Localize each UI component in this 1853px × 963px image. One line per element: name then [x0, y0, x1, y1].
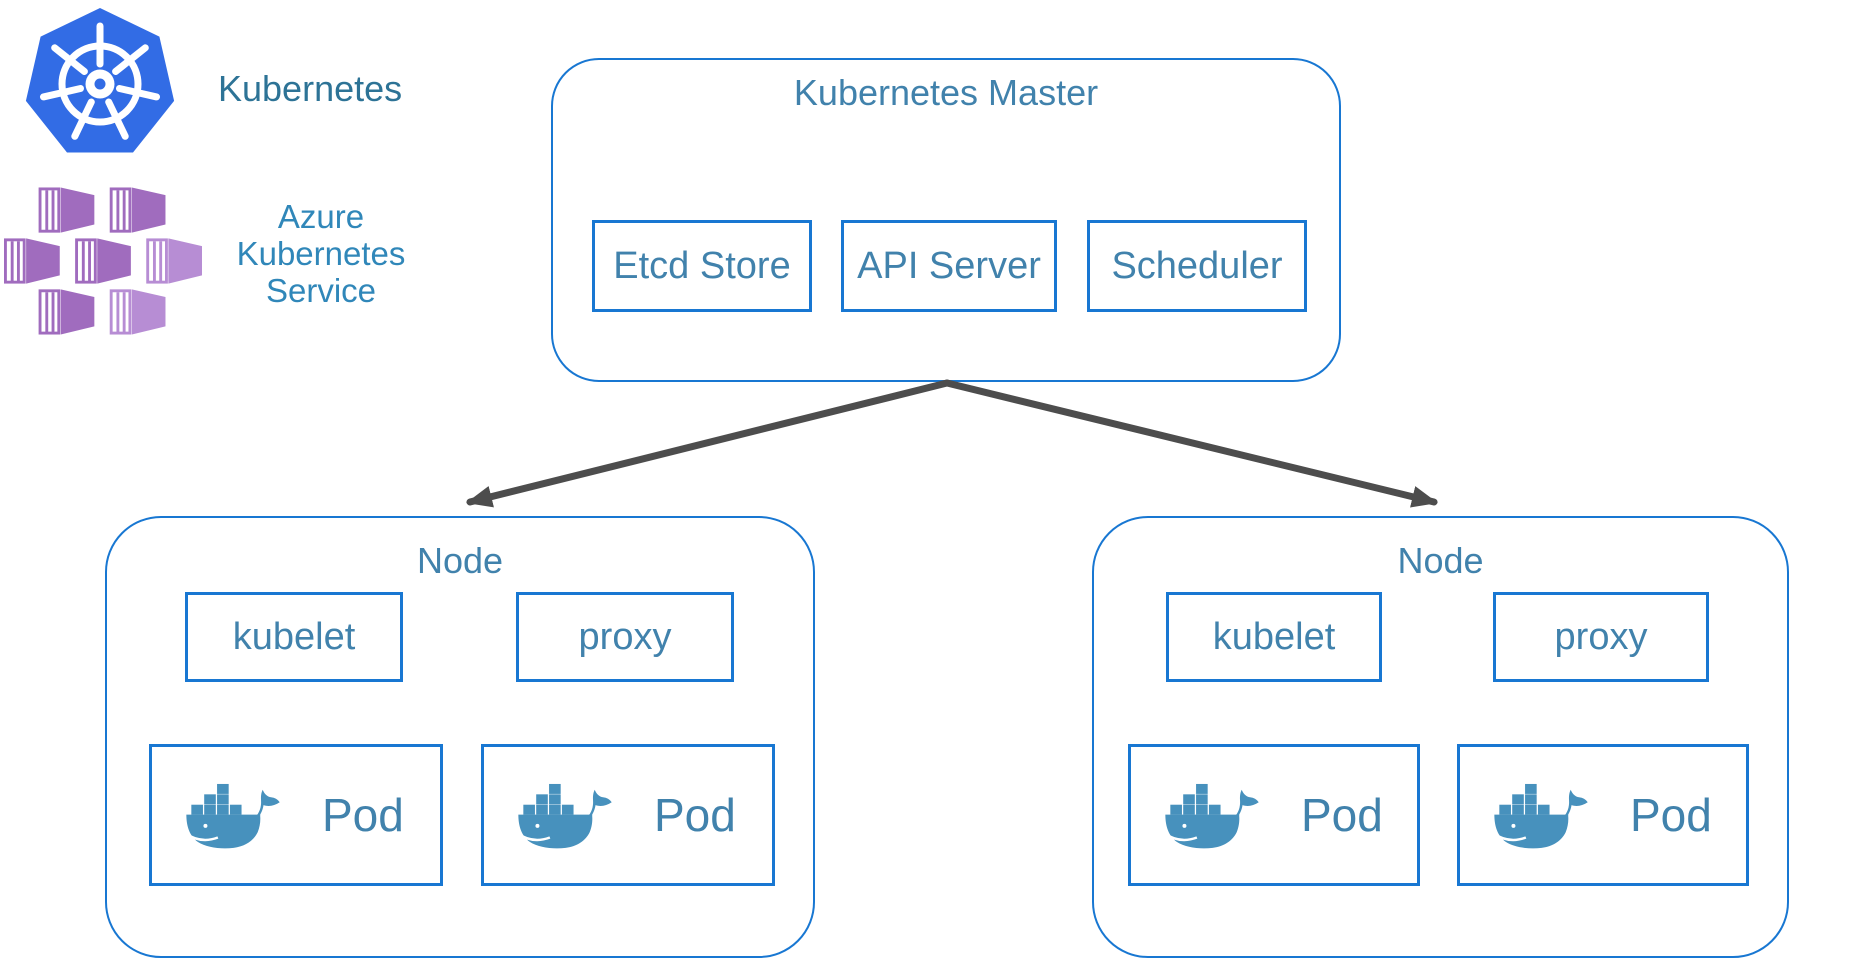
pod-box: Pod [1128, 744, 1420, 886]
component-box-api-server: API Server [841, 220, 1057, 312]
node-title: Node [1397, 540, 1484, 581]
docker-whale-icon [178, 774, 286, 857]
node-box-right: Node kubelet proxy Pod Pod [1092, 516, 1789, 958]
kubelet-box: kubelet [185, 592, 403, 682]
aks-label-line-2: Kubernetes [236, 235, 406, 272]
kubernetes-label: Kubernetes [218, 68, 403, 109]
proxy-box: proxy [1493, 592, 1709, 682]
proxy-box: proxy [516, 592, 734, 682]
pod-box: Pod [481, 744, 775, 886]
pod-label: Pod [654, 789, 736, 841]
kubelet-box: kubelet [1166, 592, 1382, 682]
pod-box: Pod [149, 744, 443, 886]
aks-label-line-3: Service [265, 272, 377, 309]
pod-label: Pod [1301, 789, 1383, 841]
pod-box: Pod [1457, 744, 1749, 886]
arrow-to-right-node [943, 379, 1438, 508]
aks-label-line-1: Azure [277, 198, 365, 235]
master-box: Kubernetes Master Etcd Store API Server … [551, 58, 1341, 382]
aks-label: Azure Kubernetes Service [226, 198, 416, 309]
pod-label: Pod [322, 789, 404, 841]
node-box-left: Node kubelet proxy Pod Pod [105, 516, 815, 958]
pod-label: Pod [1630, 789, 1712, 841]
master-title: Kubernetes Master [793, 72, 1099, 113]
component-box-scheduler: Scheduler [1087, 220, 1307, 312]
kubernetes-logo-icon [25, 8, 175, 153]
component-box-etcd-store: Etcd Store [592, 220, 812, 312]
arrow-to-left-node [466, 379, 951, 508]
docker-whale-icon [1486, 774, 1594, 857]
docker-whale-icon [510, 774, 618, 857]
node-title: Node [416, 540, 504, 581]
docker-whale-icon [1157, 774, 1265, 857]
